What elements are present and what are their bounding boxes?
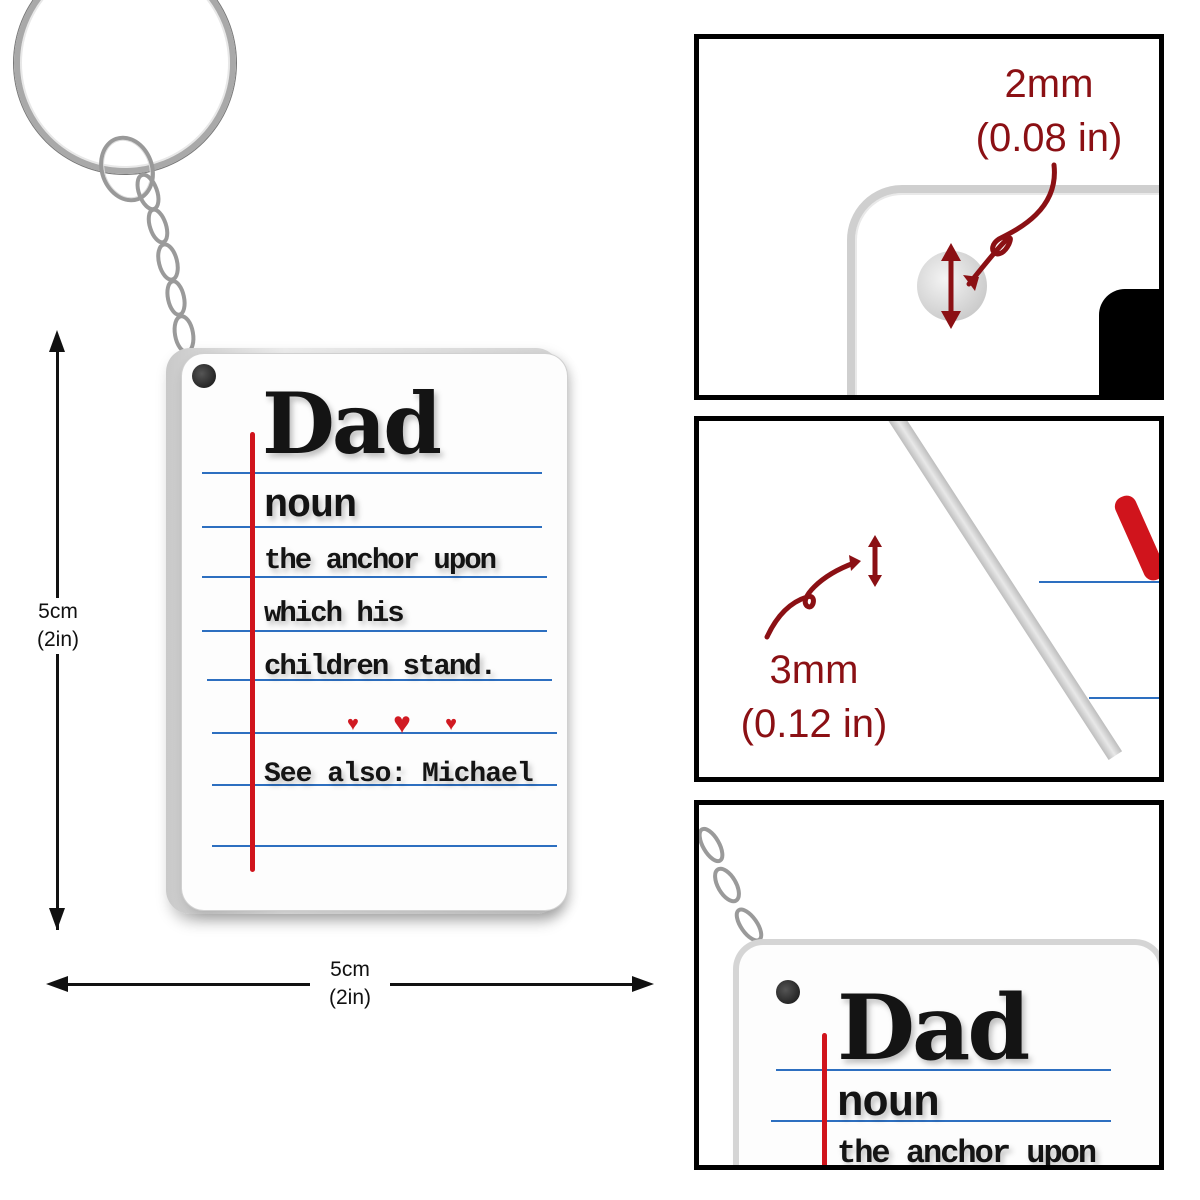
keychain-card: Dad noun the anchor upon which his child… — [182, 354, 567, 910]
ruled-line — [776, 1069, 1111, 1071]
hole-size-label: 2mm (0.08 in) — [934, 57, 1159, 165]
split-key-ring — [14, 0, 236, 174]
letter-d-fragment — [1099, 289, 1159, 395]
keychain-card-closeup: Dad noun the anchor upon — [739, 945, 1159, 1170]
ruled-line — [202, 630, 547, 632]
acrylic-corner — [847, 185, 1159, 395]
hole-size-metric: 2mm — [1004, 62, 1094, 106]
heart-icon: ♥ — [347, 713, 359, 735]
ruled-line — [202, 526, 542, 528]
detail-panel-closeup: Dad noun the anchor upon — [694, 800, 1164, 1170]
width-label: 5cm (2in) — [310, 956, 390, 1012]
ruled-line — [212, 845, 557, 847]
margin-line — [822, 1033, 827, 1165]
ruled-line — [1039, 581, 1159, 583]
height-label: 5cm (2in) — [18, 598, 98, 654]
thickness-metric: 3mm — [769, 648, 859, 692]
heart-icon: ♥ — [393, 707, 411, 740]
ruled-line — [212, 784, 557, 786]
closeup-definition-line: the anchor upon — [837, 1135, 1097, 1170]
ruled-line — [771, 1120, 1111, 1122]
height-metric: 5cm — [38, 600, 78, 623]
heart-icon: ♥ — [445, 713, 457, 735]
width-metric: 5cm — [330, 958, 370, 981]
ruled-line — [202, 472, 542, 474]
curly-arrow-icon — [764, 535, 882, 640]
card-title: Dad — [262, 374, 442, 473]
closeup-title: Dad — [837, 975, 1030, 1081]
ruled-line — [1089, 697, 1159, 699]
arrow-left-icon — [46, 976, 68, 992]
definition-line-2: which his — [264, 597, 405, 630]
hearts-row: ♥ ♥ ♥ — [347, 709, 457, 739]
arrow-up-icon — [49, 330, 65, 352]
height-imperial: (2in) — [36, 628, 79, 651]
part-of-speech: noun — [264, 484, 357, 529]
ruled-line — [202, 576, 547, 578]
hole-size-imperial: (0.08 in) — [975, 116, 1123, 160]
arrow-right-icon — [632, 976, 654, 992]
ruled-line — [207, 679, 552, 681]
width-imperial: (2in) — [328, 986, 371, 1009]
detail-panel-thickness: 3mm (0.12 in) — [694, 416, 1164, 782]
definition-line-3: children stand. — [264, 650, 497, 683]
thickness-imperial: (0.12 in) — [740, 702, 888, 746]
definition-line-1: the anchor upon — [264, 544, 497, 577]
thickness-label: 3mm (0.12 in) — [709, 643, 919, 751]
detail-panel-hole-size: 2mm (0.08 in) — [694, 34, 1164, 400]
keyring-hole — [776, 980, 800, 1004]
closeup-part-of-speech: noun — [837, 1079, 940, 1129]
arrow-down-icon — [49, 908, 65, 930]
chain-icon — [135, 172, 196, 354]
see-also-text: See also: Michael — [264, 759, 534, 790]
curly-arrow-icon — [941, 162, 1057, 329]
keyring-hole — [192, 364, 216, 388]
ruled-line — [212, 732, 557, 734]
margin-line — [250, 432, 255, 872]
